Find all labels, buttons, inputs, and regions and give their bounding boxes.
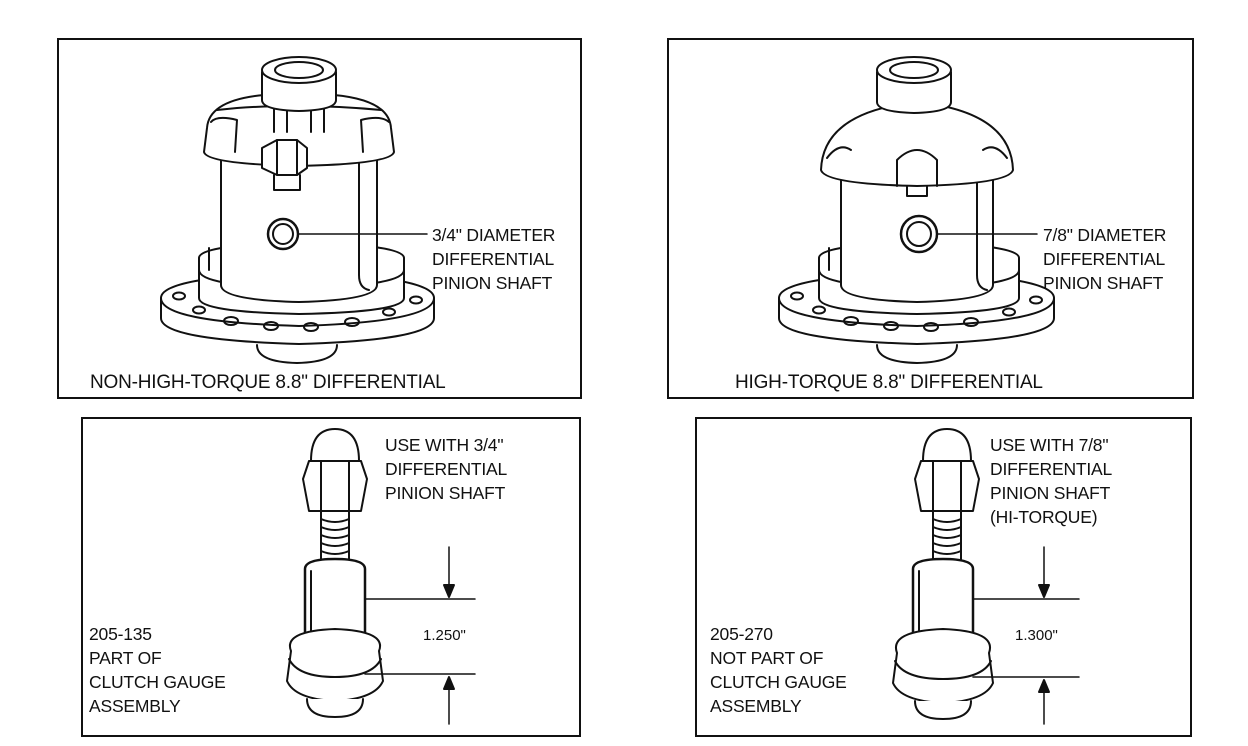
part-line: 205-270 [710,624,773,644]
use-with-line: (HI-TORQUE) [990,507,1098,527]
use-with-line: DIFFERENTIAL [990,459,1113,479]
gauge-205-135-illustration [286,428,476,725]
gauge-205-270-panel: USE WITH 7/8" DIFFERENTIAL PINION SHAFT … [695,417,1192,737]
callout-line: PINION SHAFT [1043,273,1164,293]
part-line: NOT PART OF [710,648,824,668]
non-high-torque-differential-illustration [160,56,435,364]
part-line: CLUTCH GAUGE [710,672,847,692]
use-with-label: USE WITH 3/4" DIFFERENTIAL PINION SHAFT [385,433,507,505]
part-line: PART OF [89,648,162,668]
dimension-label: 1.300" [1015,627,1058,644]
dimension-label: 1.250" [423,627,466,644]
part-line: ASSEMBLY [710,696,802,716]
part-line: CLUTCH GAUGE [89,672,226,692]
pinion-shaft-callout: 7/8" DIAMETER DIFFERENTIAL PINION SHAFT [1043,223,1166,295]
pinion-shaft-callout: 3/4" DIAMETER DIFFERENTIAL PINION SHAFT [432,223,555,295]
part-number-label: 205-135 PART OF CLUTCH GAUGE ASSEMBLY [89,622,226,718]
part-number-label: 205-270 NOT PART OF CLUTCH GAUGE ASSEMBL… [710,622,847,718]
use-with-line: PINION SHAFT [385,483,506,503]
use-with-line: PINION SHAFT [990,483,1111,503]
gauge-205-135-panel: USE WITH 3/4" DIFFERENTIAL PINION SHAFT … [81,417,581,737]
callout-line: PINION SHAFT [432,273,553,293]
high-torque-differential-illustration [778,56,1055,364]
callout-line: 7/8" DIAMETER [1043,225,1167,245]
use-with-label: USE WITH 7/8" DIFFERENTIAL PINION SHAFT … [990,433,1112,529]
callout-line: DIFFERENTIAL [432,249,555,269]
part-line: 205-135 [89,624,152,644]
high-torque-differential-panel: 7/8" DIAMETER DIFFERENTIAL PINION SHAFT … [667,38,1194,399]
callout-line: 3/4" DIAMETER [432,225,556,245]
use-with-line: DIFFERENTIAL [385,459,508,479]
gauge-205-270-illustration [892,428,1080,725]
non-high-torque-differential-panel: 3/4" DIAMETER DIFFERENTIAL PINION SHAFT … [57,38,582,399]
use-with-line: USE WITH 3/4" [385,435,504,455]
panel-caption: NON-HIGH-TORQUE 8.8" DIFFERENTIAL [90,372,446,393]
callout-line: DIFFERENTIAL [1043,249,1166,269]
panel-caption: HIGH-TORQUE 8.8" DIFFERENTIAL [735,372,1043,393]
part-line: ASSEMBLY [89,696,181,716]
use-with-line: USE WITH 7/8" [990,435,1109,455]
